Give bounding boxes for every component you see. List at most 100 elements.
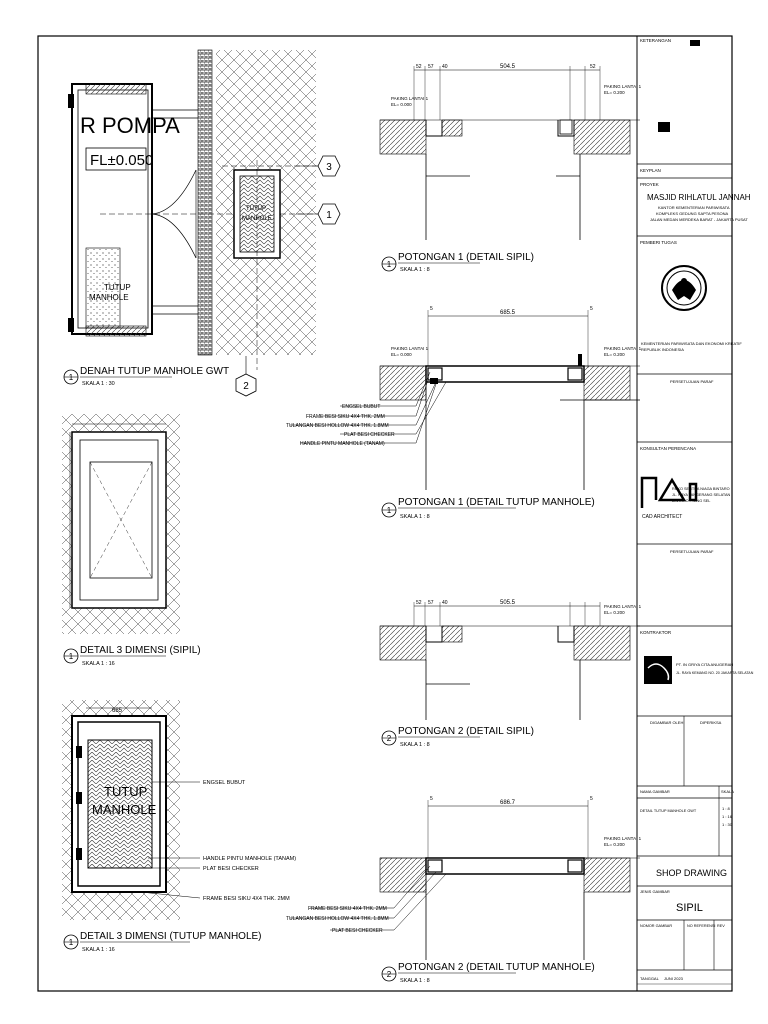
tb-consultant-line1: RUKO SENTRA NIAGA BINTARO — [672, 487, 730, 491]
svg-text:1: 1 — [387, 260, 392, 269]
s2-floor-right-level: EL= 0.200 — [604, 352, 625, 357]
section-2-sipil — [379, 602, 640, 720]
s3-dim-b: 57 — [428, 600, 434, 606]
callout-engsel: ENGSEL BUBUT — [203, 780, 246, 786]
tb-project-line3: KOMPLEKS GEDUNG SAPTA PESONA — [656, 211, 729, 216]
callout-plat: PLAT BESI CHECKER — [203, 866, 259, 872]
svg-text:1: 1 — [69, 652, 74, 661]
title-block — [637, 40, 732, 985]
s4-callout-frame: FRAME BESI SIKU 4X4 THK. 2MM — [308, 906, 387, 912]
tb-project-line4: JALAN MEDAN MERDEKA BARAT - JAKARTA PUSA… — [650, 217, 748, 222]
tb-discipline: SIPIL — [676, 902, 703, 914]
consultant-logo — [640, 476, 698, 508]
detail-3d-sipil — [62, 414, 180, 634]
svg-text:SKALA 1 : 8: SKALA 1 : 8 — [400, 267, 430, 273]
s1-floor-left: PAKING LANTAI 1 — [391, 96, 429, 101]
s2-dim-main: 685.5 — [500, 310, 516, 316]
svg-text:SKALA 1 : 8: SKALA 1 : 8 — [400, 978, 430, 984]
svg-text:POTONGAN 1 (DETAIL TUTUP MANHO: POTONGAN 1 (DETAIL TUTUP MANHOLE) — [398, 497, 595, 508]
tb-contractor-name: PT. IN GRIYA CITA ANUGERAH — [676, 662, 733, 667]
tb-keyplan: KEYPLAN — [640, 168, 661, 173]
manhole-label-1: TUTUP — [104, 283, 131, 292]
contractor-logo — [644, 656, 672, 684]
s2-callout-handle: HANDLE PINTU MANHOLE (TANAM) — [300, 441, 385, 447]
tb-consultant-line2: JL. RAYA TANGERANG SELATAN — [672, 493, 730, 497]
s4-callout-tulangan: TULANGAN BESI HOLLOW 4X4 THK. 1.8MM — [286, 916, 389, 922]
s1-floor-right: PAKING LANTAI 1 — [604, 84, 642, 89]
s4-dim-side-left: 5 — [430, 796, 433, 802]
s3-dim-main: 505.5 — [500, 600, 516, 606]
s4-dim-main: 686.7 — [500, 800, 516, 806]
keyplan-marker — [658, 122, 670, 132]
svg-text:3: 3 — [326, 162, 332, 173]
tb-pemberi-tugas: PEMBERI TUGAS — [640, 240, 677, 245]
section-1-manhole — [290, 310, 640, 490]
tb-nomor-gambar: NOMOR GAMBAR — [640, 924, 672, 928]
detail-manhole-label-1: TUTUP — [104, 784, 147, 799]
s4-callout-plat: PLAT BESI CHECKER — [332, 928, 383, 934]
s1-dim-c: 40 — [442, 64, 448, 70]
svg-text:DENAH TUTUP MANHOLE GWT: DENAH TUTUP MANHOLE GWT — [80, 366, 229, 377]
sheet-border — [37, 35, 733, 992]
svg-text:POTONGAN 2 (DETAIL TUTUP MANHO: POTONGAN 2 (DETAIL TUTUP MANHOLE) — [398, 962, 595, 973]
tb-owner-line1: KEMENTERIAN PARIWISATA DAN EKONOMI KREAT… — [641, 341, 742, 346]
tb-consultant-logo-text: CAD ARCHITECT — [642, 514, 682, 520]
tb-scale-3: 1 : 30 — [722, 822, 733, 827]
svg-text:2: 2 — [387, 734, 392, 743]
plan-manhole-tag-2: MANHOLE — [242, 216, 272, 222]
tb-jenis-gambar: JENIS GAMBAR — [640, 889, 670, 894]
s2-floor-right: PAKING LANTAI 1 — [604, 346, 642, 351]
tb-keterangan: KETERANGAN — [640, 38, 671, 43]
s1-dim-main: 504.5 — [500, 64, 516, 70]
section-2-title: 1 POTONGAN 1 (DETAIL TUTUP MANHOLE) SKAL… — [381, 497, 595, 520]
s3-dim-a: 52 — [416, 600, 422, 606]
section-1-title: 1 POTONGAN 1 (DETAIL SIPIL) SKALA 1 : 8 — [381, 252, 534, 273]
detail-manhole-dim: 685 — [112, 708, 123, 714]
s2-callout-plat: PLAT BESI CHECKER — [344, 432, 395, 438]
tb-tanggal-label: TANGGAL — [640, 976, 660, 981]
detail-manhole-title: 1 DETAIL 3 DIMENSI (TUTUP MANHOLE) SKALA… — [63, 931, 262, 953]
grid-bubble-3: 3 — [317, 155, 341, 177]
tb-contractor-addr: JL. RAYA KEMANG NO. 20 JAKARTA SELATAN — [676, 671, 754, 675]
svg-text:SKALA 1 : 16: SKALA 1 : 16 — [82, 661, 115, 667]
s1-dim-a: 52 — [416, 64, 422, 70]
section-2-manhole — [290, 800, 640, 960]
plan-title: 1 DENAH TUTUP MANHOLE GWT SKALA 1 : 30 — [63, 366, 229, 387]
section-4-title: 2 POTONGAN 2 (DETAIL TUTUP MANHOLE) SKAL… — [381, 962, 595, 984]
s2-callout-frame: FRAME BESI SIKU 4X4 THK. 2MM — [306, 414, 385, 420]
svg-text:1: 1 — [69, 938, 74, 947]
s1-dim-d: 52 — [590, 64, 596, 70]
s2-callout-engsel: ENGSEL BUBUT — [342, 404, 380, 410]
svg-text:2: 2 — [243, 381, 249, 392]
tb-kontraktor: KONTRAKTOR — [640, 630, 672, 635]
svg-text:POTONGAN 1 (DETAIL SIPIL): POTONGAN 1 (DETAIL SIPIL) — [398, 252, 534, 263]
svg-text:SKALA 1 : 30: SKALA 1 : 30 — [82, 381, 115, 387]
s3-dim-c: 40 — [442, 600, 448, 606]
tb-nama-gambar-label: NAMA GAMBAR — [640, 789, 670, 794]
tb-consultant-line3: BINTARO - TANG SEL — [672, 499, 710, 503]
detail-sipil-title: 1 DETAIL 3 DIMENSI (SIPIL) SKALA 1 : 16 — [63, 645, 201, 667]
tb-project-name: MASJID RIHLATUL JANNAH — [647, 193, 751, 202]
plan-manhole-tag-1: TUTUP — [246, 206, 266, 212]
tb-project-line2: KANTOR KEMENTERIAN PARIWISATA — [658, 205, 730, 210]
tb-digambar: DIGAMBAR OLEH — [650, 720, 683, 725]
tb-konsultan: KONSULTAN PERENCANA — [640, 446, 696, 451]
tb-scale-2: 1 : 16 — [722, 814, 733, 819]
tb-skala-label: SKALA — [721, 789, 734, 794]
s2-dim-side-right: 5 — [590, 306, 593, 312]
s4-floor-right-level: EL= 0.200 — [604, 842, 625, 847]
s3-floor-right-level: EL= 0.200 — [604, 610, 625, 615]
svg-text:2: 2 — [387, 970, 392, 979]
s4-floor-right: PAKING LANTAI 1 — [604, 836, 642, 841]
s2-floor-left-level: EL= 0.000 — [391, 352, 412, 357]
detail-3d-manhole — [62, 700, 201, 920]
s1-floor-left-level: EL= 0.000 — [391, 102, 412, 107]
svg-text:1: 1 — [69, 373, 74, 382]
tb-owner-line2: REPUBLIK INDONESIA — [641, 347, 684, 352]
s2-dim-side-left: 5 — [430, 306, 433, 312]
callout-frame: FRAME BESI SIKU 4X4 THK. 2MM — [203, 896, 290, 902]
s2-callout-tulangan: TULANGAN BESI HOLLOW 4X4 THK. 1.8MM — [286, 423, 389, 429]
svg-text:1: 1 — [326, 210, 332, 221]
room-label: R POMPA — [80, 113, 180, 138]
